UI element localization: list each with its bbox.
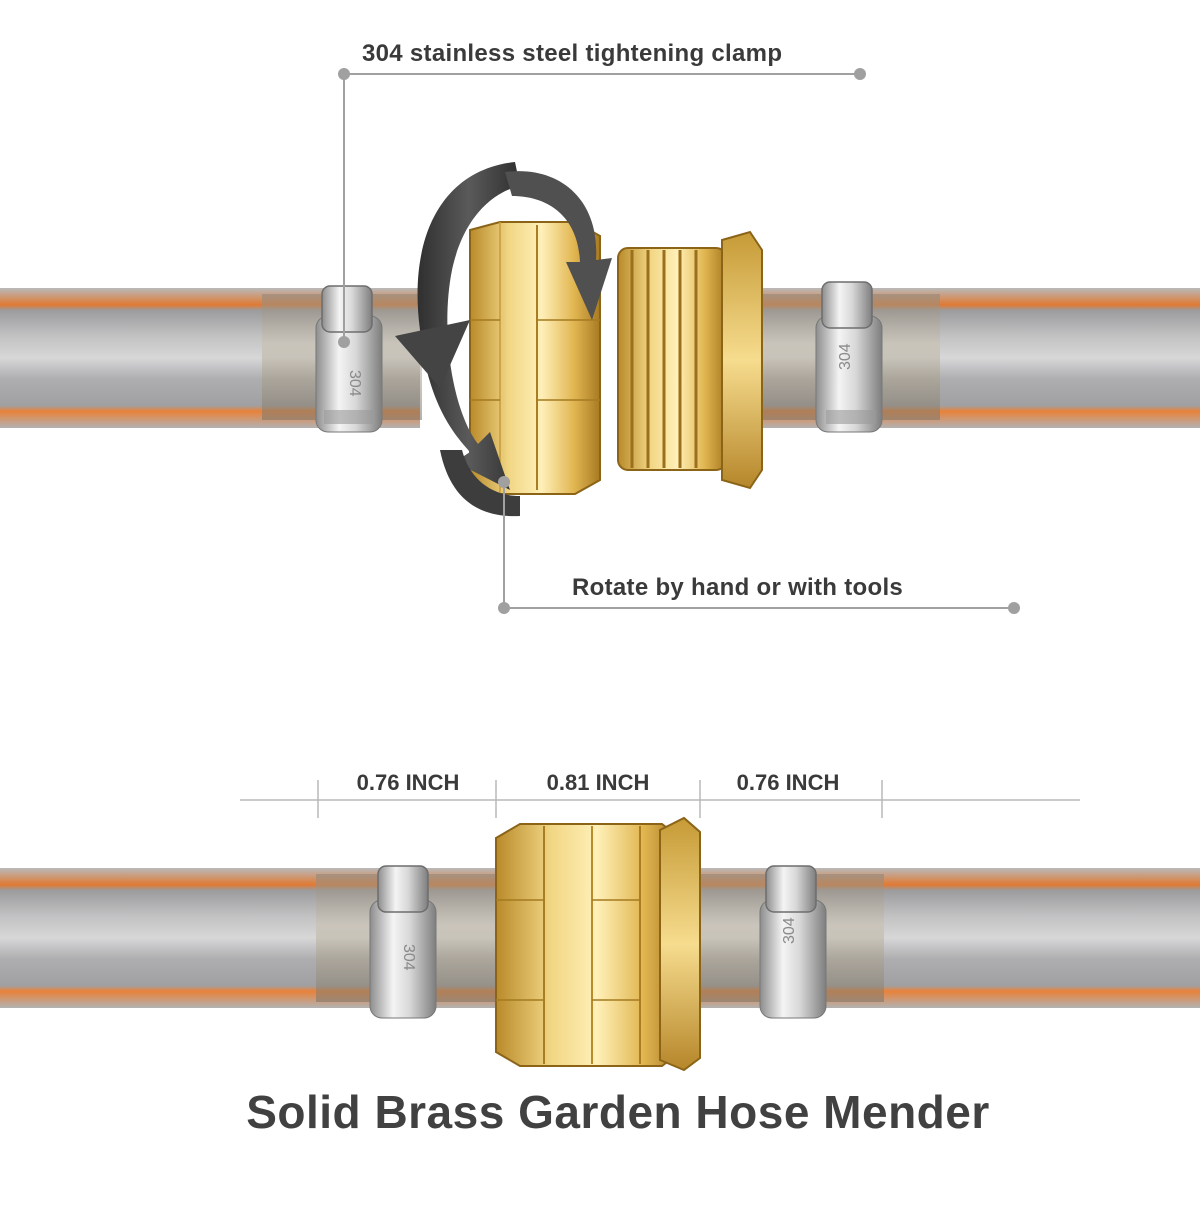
rotation-arrow-icon <box>395 162 612 517</box>
product-title: Solid Brass Garden Hose Mender <box>246 1086 990 1138</box>
clamp-right-top: 304 <box>815 281 883 433</box>
rotate-callout-label: Rotate by hand or with tools <box>572 574 904 601</box>
clamp-left-top: 304 <box>315 285 383 433</box>
dimension-lines <box>240 780 1080 818</box>
clamp-right-bottom: 304 <box>759 865 827 1019</box>
svg-text:304: 304 <box>781 917 798 944</box>
dimension-middle-label: 0.81 INCH <box>546 770 650 795</box>
brass-male-adapter <box>617 230 763 490</box>
exploded-view: 304 304 <box>0 68 1200 614</box>
clamp-callout-label: 304 stainless steel tightening clamp <box>362 40 783 67</box>
svg-text:304: 304 <box>400 944 417 971</box>
brass-mender-assembled <box>495 816 701 1072</box>
svg-text:304: 304 <box>837 343 854 370</box>
dimension-left-label: 0.76 INCH <box>356 770 460 795</box>
clamp-callout-leader <box>338 68 866 348</box>
svg-text:304: 304 <box>346 370 363 397</box>
clamp-left-bottom: 304 <box>369 865 437 1019</box>
dimension-right-label: 0.76 INCH <box>736 770 840 795</box>
assembled-view: 304 304 <box>0 780 1200 1072</box>
rotate-callout-leader <box>498 476 1020 614</box>
